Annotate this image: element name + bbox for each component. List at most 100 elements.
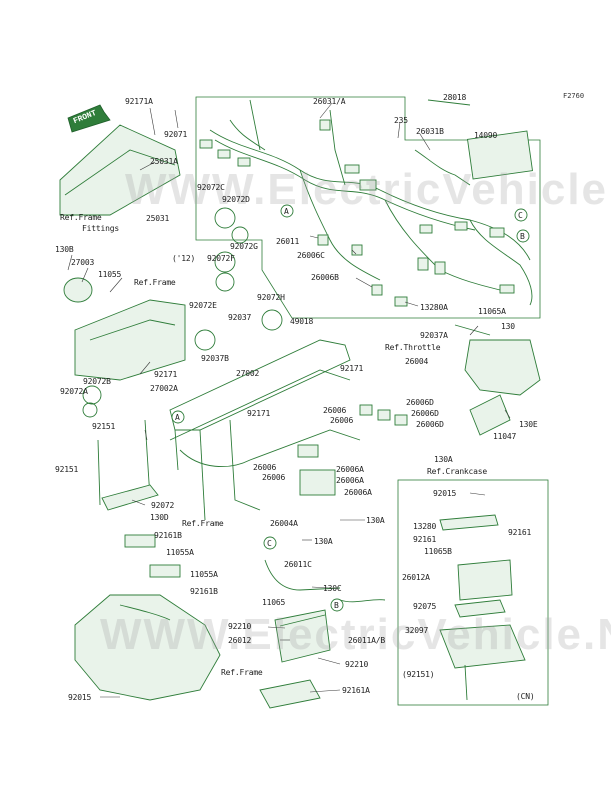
- part-label: 26006C: [297, 251, 325, 260]
- part-label: 26031B: [416, 127, 444, 136]
- part-label: 92161A: [342, 686, 370, 695]
- part-label: 13280A: [420, 303, 448, 312]
- part-label: 26011A/B: [348, 636, 385, 645]
- callout-b: B: [520, 232, 525, 241]
- part-label: 92015: [68, 693, 92, 702]
- cable-26011C: [264, 559, 341, 591]
- part-label: 92072C: [197, 183, 225, 192]
- part-label: 92075: [413, 602, 437, 611]
- part-label: (92151): [402, 670, 435, 679]
- clamp-92072E: [194, 329, 216, 351]
- bracket-11055A-a: [124, 534, 156, 548]
- part-label: 14090: [474, 131, 498, 140]
- part-label: 11065: [262, 598, 286, 607]
- part-label: Fittings: [82, 224, 119, 233]
- plate-92072: [101, 484, 159, 511]
- part-label: 27002: [236, 369, 260, 378]
- part-label: 25031: [146, 214, 170, 223]
- part-label: 92072E: [189, 301, 217, 310]
- clamp-92072F: [215, 272, 235, 292]
- clamp-92072G: [214, 251, 236, 273]
- part-label: 26004: [405, 357, 429, 366]
- battery-26012A: [457, 559, 513, 601]
- callout-c: C: [267, 539, 272, 548]
- horn-27003: [63, 277, 93, 303]
- part-label: 92072G: [230, 242, 258, 251]
- part-label: Ref.Frame: [60, 213, 102, 222]
- rear-fender: [74, 594, 221, 701]
- part-label: 26011: [276, 237, 300, 246]
- part-label: 92037B: [201, 354, 229, 363]
- part-label: Ref.Frame: [182, 519, 224, 528]
- part-label: 26012: [228, 636, 252, 645]
- part-label: 25031A: [150, 157, 178, 166]
- part-label: 130A: [366, 516, 385, 525]
- cn-box: [397, 479, 549, 706]
- clamp-92072A: [82, 402, 98, 418]
- fuse-box: [299, 469, 336, 496]
- cable-26011AB: [339, 599, 386, 603]
- part-label: 11055A: [190, 570, 218, 579]
- clamp-92072B: [82, 385, 102, 405]
- throttle-body: [464, 339, 541, 396]
- front-bracket: [74, 299, 186, 381]
- part-label: 130A: [314, 537, 333, 546]
- part-label: 26006D: [416, 420, 444, 429]
- part-label: 32097: [405, 626, 429, 635]
- part-label: 92037A: [420, 331, 448, 340]
- relay-26006-a: [359, 404, 373, 416]
- part-label: Ref.Crankcase: [427, 467, 488, 476]
- part-label: 92210: [345, 660, 369, 669]
- tray-32097: [439, 624, 526, 669]
- bracket-11055A-b: [149, 564, 181, 578]
- part-label: 26004A: [270, 519, 298, 528]
- part-label: 92161B: [154, 531, 182, 540]
- part-label: 26006A: [336, 465, 364, 474]
- part-label: 92015: [433, 489, 457, 498]
- part-label: 92072A: [60, 387, 88, 396]
- part-label: 130: [501, 322, 515, 331]
- part-label: 11065A: [478, 307, 506, 316]
- part-label: 11047: [493, 432, 517, 441]
- harness-frame: [195, 96, 541, 319]
- part-label: 26006A: [336, 476, 364, 485]
- part-label: 235: [394, 116, 408, 125]
- part-label: 92072F: [207, 254, 235, 263]
- front-cover: [59, 124, 181, 216]
- part-label: 92151: [92, 422, 116, 431]
- bracket-11047: [469, 394, 511, 436]
- relay-26006-c: [394, 414, 408, 426]
- part-label: 27002A: [150, 384, 178, 393]
- part-label: 130A: [434, 455, 453, 464]
- part-label: 26012A: [402, 573, 430, 582]
- part-label: Ref.Throttle: [385, 343, 441, 352]
- part-label: Ref.Frame: [221, 668, 263, 677]
- part-label: 11055A: [166, 548, 194, 557]
- part-label: 130C: [323, 584, 342, 593]
- part-label: 130E: [519, 420, 538, 429]
- clamp-92072D: [231, 226, 249, 244]
- part-label: 28018: [443, 93, 467, 102]
- part-28018: [427, 99, 471, 106]
- part-label: 26006: [330, 416, 354, 425]
- part-label: 49018: [290, 317, 314, 326]
- part-label: 13280: [413, 522, 437, 531]
- part-label: 92171: [247, 409, 271, 418]
- part-label: 92161: [508, 528, 532, 537]
- region-note: ('12): [172, 254, 196, 263]
- pad-13280: [439, 514, 499, 531]
- frame-tubes: [169, 339, 361, 521]
- part-label: 26011C: [284, 560, 312, 569]
- ecu-14090: [467, 130, 533, 180]
- part-label: 92072H: [257, 293, 285, 302]
- part-label: 92161B: [190, 587, 218, 596]
- callout-c: C: [518, 211, 523, 220]
- part-label: 26006: [262, 473, 286, 482]
- part-label: 92171A: [125, 97, 153, 106]
- part-label: 26006A: [344, 488, 372, 497]
- part-label: 130D: [150, 513, 169, 522]
- figure-id: F2760: [563, 92, 585, 100]
- part-label: 26006B: [311, 273, 339, 282]
- relay-26006-b: [377, 409, 391, 421]
- part-label: 26006: [253, 463, 277, 472]
